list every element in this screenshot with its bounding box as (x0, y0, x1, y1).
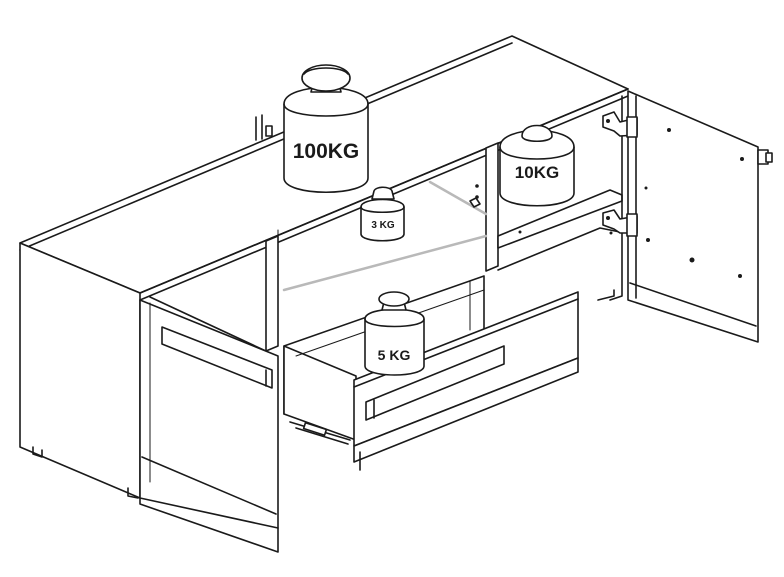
left-door-handle (161, 326, 273, 389)
drawer-handle (365, 345, 505, 421)
weight-5kg: 5 KG (364, 291, 425, 376)
weight-3kg: 3 KG (360, 186, 405, 242)
weight-100kg: 100KG (283, 64, 369, 194)
hinge-bottom (602, 209, 638, 237)
weight-100kg-label: 100KG (293, 140, 360, 163)
back-panel-groove (282, 234, 488, 292)
right-door (602, 90, 773, 343)
center-divider (485, 142, 499, 272)
weight-10kg: 10KG (499, 124, 575, 207)
hinge-top (602, 111, 638, 138)
weight-10kg-label: 10KG (515, 163, 559, 182)
left-door (139, 299, 279, 553)
open-drawer (283, 275, 579, 471)
weight-5kg-label: 5 KG (378, 347, 411, 363)
weight-3kg-label: 3 KG (371, 220, 395, 231)
cabinet-leg (127, 487, 139, 499)
cabinet-leg (32, 446, 43, 458)
left-divider (265, 235, 279, 352)
left-door-panel (139, 299, 279, 529)
